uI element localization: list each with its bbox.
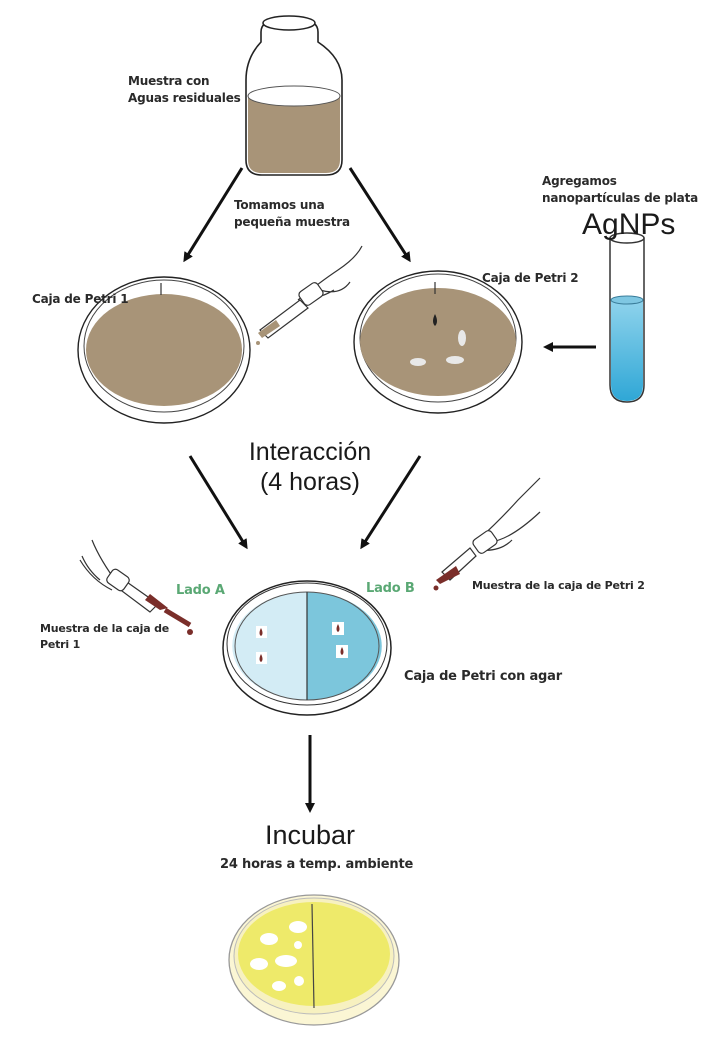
- sample-from-petri-1-line1: Muestra de la caja de: [40, 622, 170, 635]
- arrow-interaction-right: [360, 455, 422, 550]
- interaction-label: Interacción: [248, 438, 372, 466]
- incubate-label: Incubar: [264, 820, 356, 850]
- agar-plate-icon: [222, 580, 392, 716]
- petri-2-label: Caja de Petri 2: [482, 271, 579, 285]
- incubated-plate-icon: [228, 894, 400, 1026]
- side-a-label: Lado A: [176, 583, 225, 598]
- wastewater-bottle-icon: [245, 15, 343, 176]
- add-agnp-line2: nanopartículas de plata: [542, 191, 699, 205]
- arrow-interaction-left: [188, 455, 248, 550]
- petri-dish-2-icon: [353, 270, 523, 414]
- dropper-side-b-icon: [433, 477, 541, 591]
- sample-label-line1: Muestra con: [128, 74, 210, 88]
- take-sample-line1: Tomamos una: [234, 198, 325, 212]
- petri-1-label: Caja de Petri 1: [32, 292, 129, 306]
- agar-plate-label: Caja de Petri con agar: [404, 669, 562, 684]
- dropper-icon: [256, 245, 363, 345]
- petri-dish-1-icon: [77, 276, 251, 424]
- sample-from-petri-2: Muestra de la caja de Petri 2: [472, 579, 645, 592]
- agnp-test-tube-icon: [609, 232, 645, 403]
- sample-label-line2: Aguas residuales: [128, 91, 241, 105]
- side-b-label: Lado B: [366, 581, 415, 596]
- add-agnp-line1: Agregamos: [542, 174, 617, 188]
- interaction-time-label: (4 horas): [259, 468, 361, 496]
- arrow-to-petri-2: [348, 167, 411, 263]
- incubate-detail: 24 horas a temp. ambiente: [220, 857, 414, 872]
- sample-from-petri-1-line2: Petri 1: [40, 638, 81, 651]
- dropper-side-a-icon: [79, 539, 193, 635]
- agnps-label: AgNPs: [582, 208, 676, 241]
- arrow-to-petri-1: [183, 167, 244, 263]
- take-sample-line2: pequeña muestra: [234, 215, 350, 229]
